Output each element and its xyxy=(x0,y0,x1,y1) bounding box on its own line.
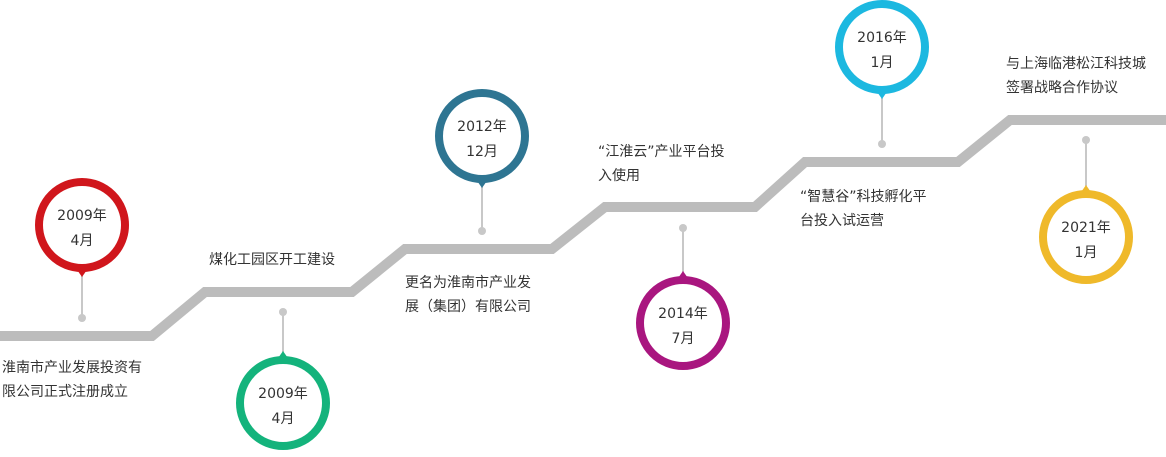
milestone-ring xyxy=(35,178,129,272)
milestone-stem-dot xyxy=(478,227,486,235)
milestone-date-year: 2012年 xyxy=(457,119,507,135)
milestone-date-month: 12月 xyxy=(466,144,498,160)
milestone-ring xyxy=(835,0,929,94)
milestone-date-year: 2021年 xyxy=(1061,220,1111,236)
milestone-stem-dot xyxy=(78,314,86,322)
milestone-date-month: 7月 xyxy=(672,331,695,347)
milestone-ring xyxy=(435,89,529,183)
milestone-stem-dot xyxy=(1082,136,1090,144)
milestone-ring xyxy=(636,276,730,370)
milestone-date-year: 2014年 xyxy=(658,306,708,322)
milestone-date-year: 2009年 xyxy=(258,386,308,402)
milestone-date-year: 2016年 xyxy=(857,30,907,46)
milestone-ring xyxy=(236,356,330,450)
milestone-date-month: 4月 xyxy=(272,411,295,427)
milestone-description: “智慧谷”科技孵化平台投入试运营 xyxy=(800,189,927,229)
milestone-stem-dot xyxy=(279,308,287,316)
milestone-description: “江淮云”产业平台投入使用 xyxy=(598,144,725,184)
milestone-date-month: 4月 xyxy=(71,233,94,249)
milestone-date-month: 1月 xyxy=(1075,245,1098,261)
milestone-marker: 2009年 4月 xyxy=(35,178,129,322)
milestone-stem-dot xyxy=(878,140,886,148)
milestone-ring xyxy=(1039,190,1133,284)
milestone-marker: 2009年 4月 xyxy=(236,308,330,450)
milestone-description: 淮南市产业发展投资有限公司正式注册成立 xyxy=(2,360,142,400)
milestone-date-month: 1月 xyxy=(871,55,894,71)
milestone-marker: 2016年 1月 xyxy=(835,0,929,148)
milestone-description: 煤化工园区开工建设 xyxy=(209,252,335,268)
milestone-marker: 2021年 1月 xyxy=(1039,136,1133,284)
milestone-stem-dot xyxy=(679,224,687,232)
milestone-date-year: 2009年 xyxy=(57,208,107,224)
milestone-description: 与上海临港松江科技城签署战略合作协议 xyxy=(1006,56,1146,96)
milestone-marker: 2014年 7月 xyxy=(636,224,730,370)
milestone-description: 更名为淮南市产业发展（集团）有限公司 xyxy=(405,275,531,315)
timeline-staircase-path xyxy=(0,115,1166,341)
milestone-marker: 2012年 12月 xyxy=(435,89,529,235)
